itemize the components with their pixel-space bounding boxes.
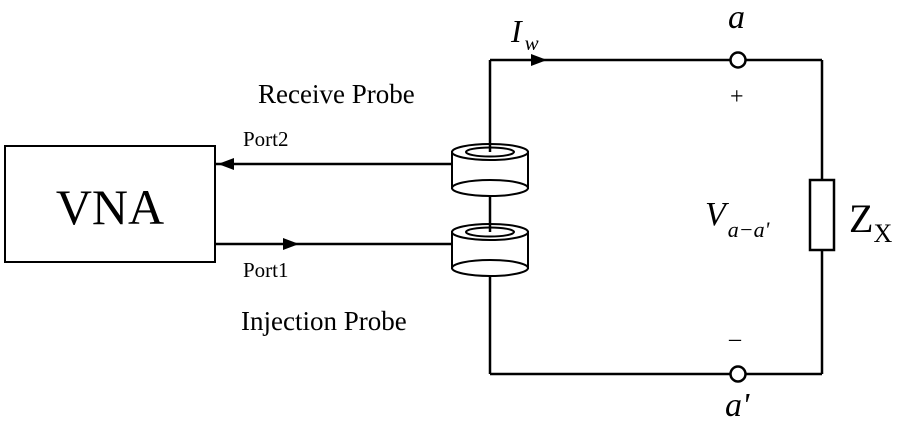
impedance-label: ZX [849,196,892,248]
receive-probe [451,143,529,197]
plus-sign: + [730,84,744,110]
injection-probe-label: Injection Probe [241,306,407,336]
terminal-a-prime [729,365,747,383]
impedance-resistor [808,178,836,252]
current-arrowhead [531,54,547,66]
node-a-prime-label: a' [725,387,750,423]
terminal-a [729,51,747,69]
port1-label: Port1 [243,258,289,282]
minus-sign: – [728,326,742,352]
node-a-label: a [728,0,745,36]
port2-arrowhead [218,158,234,170]
vna-box [4,145,216,263]
voltage-label: Va−a' [705,196,770,242]
receive-probe-label: Receive Probe [258,79,415,109]
port2-label: Port2 [243,127,289,151]
injection-probe [451,223,529,277]
port1-arrowhead [283,238,299,250]
vna-label: VNA [56,179,164,235]
